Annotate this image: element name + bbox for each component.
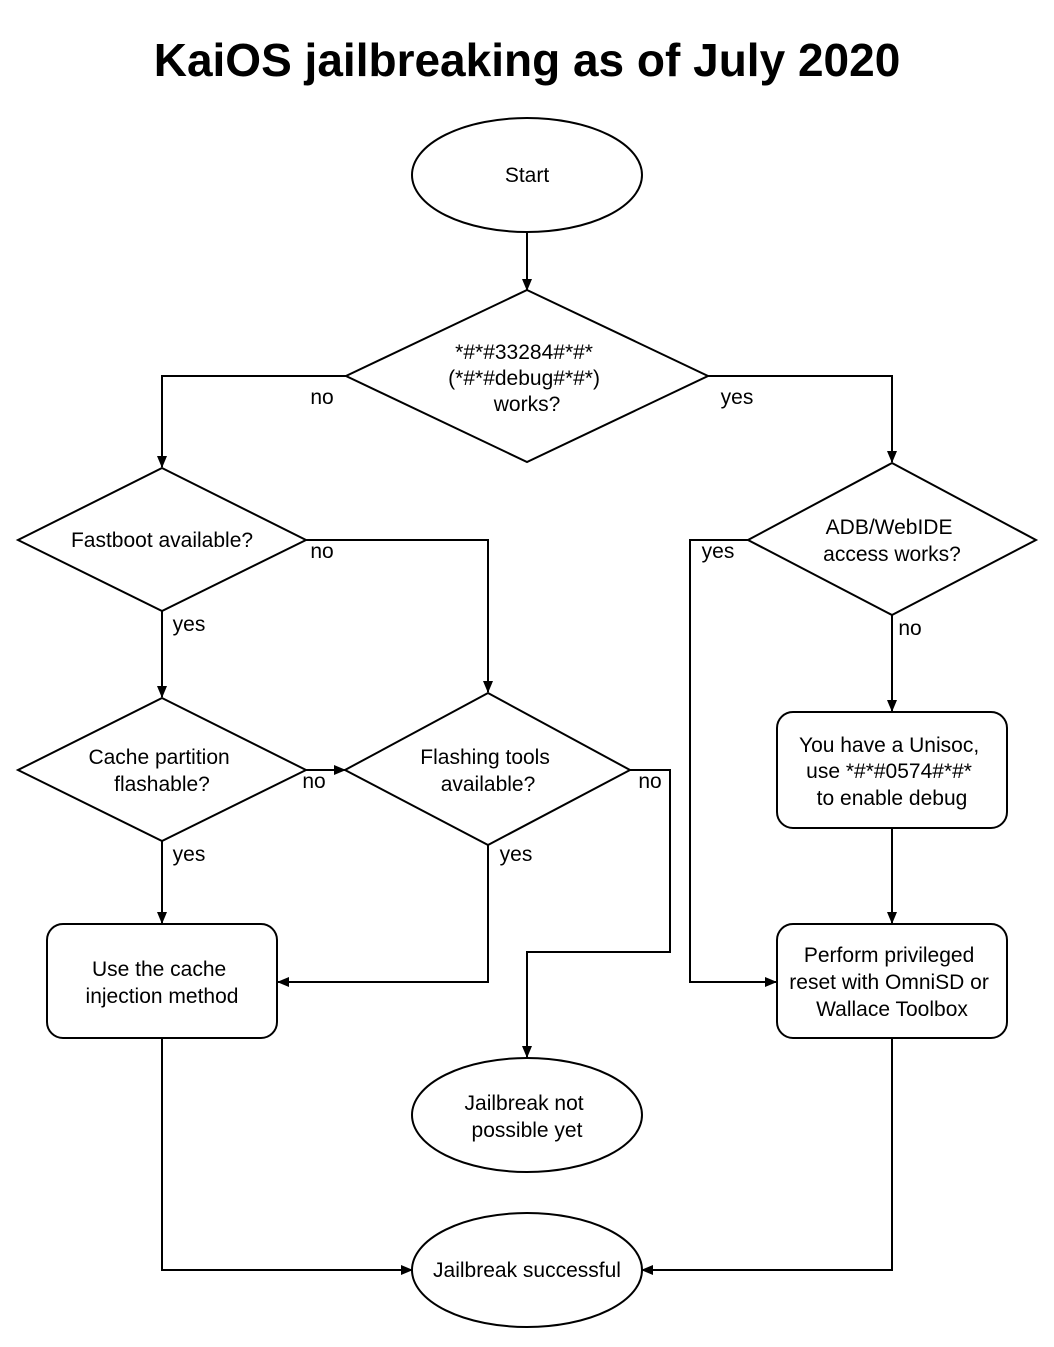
node-reset-line: reset with OmniSD or (789, 971, 989, 994)
label-fastboot-yes: yes (173, 613, 206, 636)
edge-flashing-no-to-not-possible (522, 769, 671, 1058)
svg-text:Perform privileged reset: Perform privileged reset with OmniSD or … (789, 944, 994, 1021)
node-not-possible-line: Jailbreak not (465, 1092, 584, 1115)
diagram-title: KaiOS jailbreaking as of July 2020 (153, 34, 901, 86)
node-reset-line: Perform privileged (804, 944, 974, 967)
label-adb-no: no (898, 617, 921, 640)
node-adb-decision: ADB/WebIDE access works? (745, 461, 1039, 617)
node-cache-partition-decision: Cache partition flashable? (15, 696, 309, 843)
label-cache-yes: yes (173, 843, 206, 866)
node-debug-line: (*#*#debug#*#*) (448, 367, 600, 390)
node-fastboot-decision: Fastboot available? (15, 466, 309, 613)
label-cache-no: no (302, 770, 325, 793)
node-unisoc-line: You have a Unisoc, (799, 734, 979, 757)
node-adb-line: ADB/WebIDE (826, 516, 953, 539)
node-adb-line: access works? (823, 543, 961, 566)
node-not-possible: Jailbreak not possible yet (411, 1057, 643, 1173)
node-unisoc-line: use *#*#0574#*#* (806, 760, 972, 783)
svg-text:Fastboot available?: Fastboot available? (71, 529, 253, 552)
svg-text:Jailbreak not possible y: Jailbreak not possible yet (465, 1092, 590, 1142)
svg-text:Cache partition flashabl: Cache partition flashable? (88, 746, 235, 796)
svg-text:Start: Start (505, 164, 550, 187)
node-privileged-reset-box: Perform privileged reset with OmniSD or … (776, 923, 1008, 1039)
node-debug-line: *#*#33284#*#* (455, 341, 593, 364)
svg-text:You have a Unisoc, use *: You have a Unisoc, use *#*#0574#*#* to e… (799, 734, 985, 810)
svg-text:ADB/WebIDE access works?: ADB/WebIDE access works? (823, 516, 961, 566)
node-cache-line: Cache partition (88, 746, 229, 769)
svg-text:Use the cache injection: Use the cache injection method (86, 958, 239, 1008)
edge-adb-yes-to-reset (689, 539, 777, 987)
node-flashing-line: available? (441, 773, 536, 796)
svg-text:Flashing tools available: Flashing tools available? (420, 746, 555, 796)
node-injection-line: Use the cache (92, 958, 226, 981)
label-adb-yes: yes (702, 540, 735, 563)
svg-text:*#*#33284#*#* (*#*#debug: *#*#33284#*#* (*#*#debug#*#*) works? (448, 341, 606, 416)
node-start: Start (411, 117, 643, 233)
edge-flashing-yes-to-injection (277, 845, 489, 987)
label-debug-yes: yes (721, 386, 754, 409)
label-debug-no: no (310, 386, 333, 409)
edge-injection-to-successful (161, 1038, 413, 1275)
node-flashing-tools-decision: Flashing tools available? (342, 691, 633, 847)
node-flashing-line: Flashing tools (420, 746, 550, 769)
edge-debug-yes-to-adb (708, 375, 897, 463)
edge-fastboot-no-to-flashing (306, 539, 493, 693)
node-cache-line: flashable? (114, 773, 210, 796)
edge-labels: no yes no yes yes no no yes no yes (173, 386, 922, 866)
node-fastboot-line: Fastboot available? (71, 529, 253, 552)
edge-debug-no-to-fastboot (157, 375, 346, 468)
node-reset-line: Wallace Toolbox (816, 998, 968, 1021)
edge-reset-to-successful (641, 1038, 893, 1275)
edges (157, 232, 897, 1275)
node-debug-code-decision: *#*#33284#*#* (*#*#debug#*#*) works? (343, 288, 711, 464)
label-flashing-no: no (638, 770, 661, 793)
node-start-line: Start (505, 164, 550, 187)
node-not-possible-line: possible yet (472, 1119, 583, 1142)
node-unisoc-line: to enable debug (817, 787, 968, 810)
svg-text:Jailbreak successful: Jailbreak successful (433, 1259, 621, 1282)
node-successful: Jailbreak successful (411, 1212, 643, 1328)
label-flashing-yes: yes (500, 843, 533, 866)
label-fastboot-no: no (310, 540, 333, 563)
node-injection-line: injection method (86, 985, 239, 1008)
node-successful-line: Jailbreak successful (433, 1259, 621, 1282)
node-cache-injection-box: Use the cache injection method (46, 923, 278, 1039)
node-unisoc-box: You have a Unisoc, use *#*#0574#*#* to e… (776, 711, 1008, 829)
node-debug-line: works? (493, 393, 561, 416)
